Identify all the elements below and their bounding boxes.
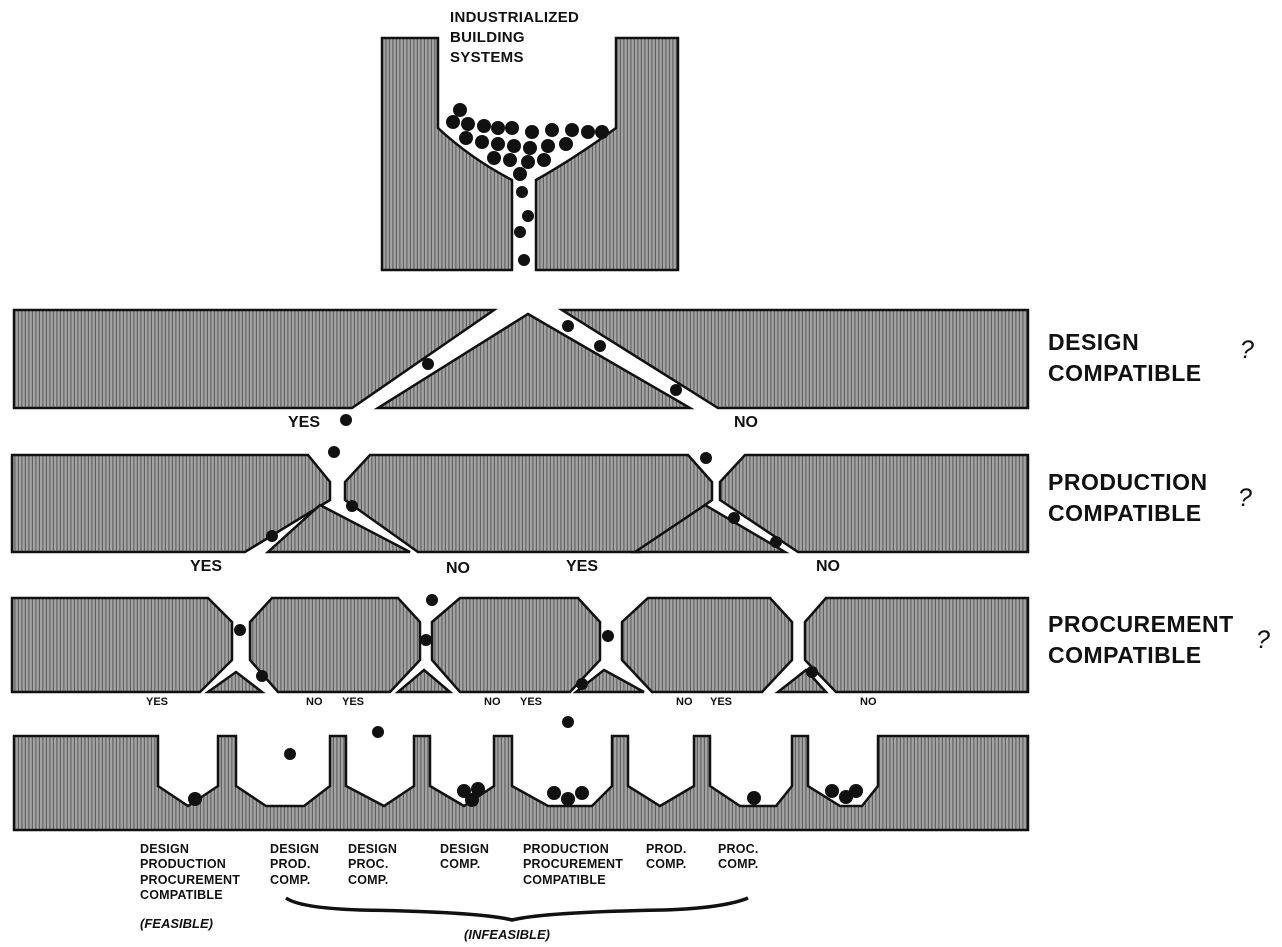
ball-group: [188, 103, 863, 807]
bin-label-1: DESIGN PRODUCTION PROCUREMENT COMPATIBLE: [140, 842, 241, 902]
design-yes-label: YES: [288, 414, 321, 431]
production-branch-label: YES: [190, 558, 223, 575]
procurement-branch-label: YES: [520, 696, 543, 708]
production-branch-label: NO: [446, 560, 470, 577]
bin-label-3: DESIGN PROC. COMP.: [348, 842, 398, 887]
procurement-slab-3: [430, 596, 602, 694]
procurement-slab-5: [803, 596, 1030, 694]
procurement-branch-label: NO: [860, 696, 877, 708]
feasible-label: (FEASIBLE): [140, 916, 213, 931]
production-branch-label: YES: [566, 558, 599, 575]
procurement-branch-label: YES: [146, 696, 169, 708]
procurement-splitter-4: [774, 668, 829, 694]
procurement-branch-label: YES: [342, 696, 365, 708]
production-splitter-1: [264, 503, 411, 554]
production-question: PRODUCTION COMPATIBLE: [1048, 469, 1208, 526]
title-line-3: SYSTEMS: [450, 49, 524, 67]
bin-label-4: DESIGN COMP.: [440, 842, 490, 872]
procurement-slab-2: [248, 596, 422, 694]
design-splitter: [373, 312, 695, 410]
production-branch-label: NO: [816, 558, 840, 575]
design-question: DESIGN COMPATIBLE: [1048, 329, 1202, 386]
design-slab-right: [557, 308, 1030, 410]
bin-label-7: PROC. COMP.: [718, 842, 759, 872]
procurement-slab-4: [620, 596, 794, 694]
design-question-mark: ?: [1240, 336, 1254, 364]
system-title: INDUSTRIALIZED BUILDING SYSTEMS: [450, 9, 580, 67]
procurement-branch-label: YES: [710, 696, 733, 708]
procurement-slab-1: [10, 596, 234, 694]
hopper-right-wall: [534, 36, 680, 272]
procurement-splitter-1: [204, 670, 266, 694]
hopper: [380, 36, 680, 272]
production-question-mark: ?: [1238, 484, 1252, 512]
procurement-question-mark: ?: [1256, 626, 1270, 654]
production-splitter-2: [630, 503, 790, 554]
infeasible-label: (INFEASIBLE): [464, 927, 550, 942]
collection-tray: [12, 734, 1030, 832]
hopper-left-wall: [380, 36, 514, 272]
procurement-question: PROCUREMENT COMPATIBLE: [1048, 611, 1234, 668]
design-slab-left: [12, 308, 499, 410]
production-slab-3: [718, 453, 1030, 554]
collected-balls: [188, 782, 863, 807]
procurement-branch-label: NO: [306, 696, 323, 708]
procurement-branch-label: NO: [484, 696, 501, 708]
procurement-branch-label: NO: [676, 696, 693, 708]
infeasible-brace: [284, 896, 749, 922]
bin-label-6: PROD. COMP.: [646, 842, 687, 872]
production-level: [10, 453, 1030, 554]
design-level: [12, 308, 1030, 410]
level-balls: [234, 320, 818, 760]
hopper-balls: [446, 103, 609, 181]
title-line-2: BUILDING: [450, 29, 525, 47]
title-line-1: INDUSTRIALIZED: [450, 9, 580, 26]
design-no-label: NO: [734, 414, 758, 431]
procurement-splitter-3: [572, 668, 645, 694]
procurement-level: [10, 596, 1030, 694]
chute-balls: [514, 186, 534, 266]
bin-label-2: DESIGN PROD. COMP.: [270, 842, 320, 887]
bin-label-5: PRODUCTION PROCUREMENT COMPATIBLE: [523, 842, 624, 887]
procurement-splitter-2: [394, 668, 454, 694]
production-slab-1: [10, 453, 332, 554]
